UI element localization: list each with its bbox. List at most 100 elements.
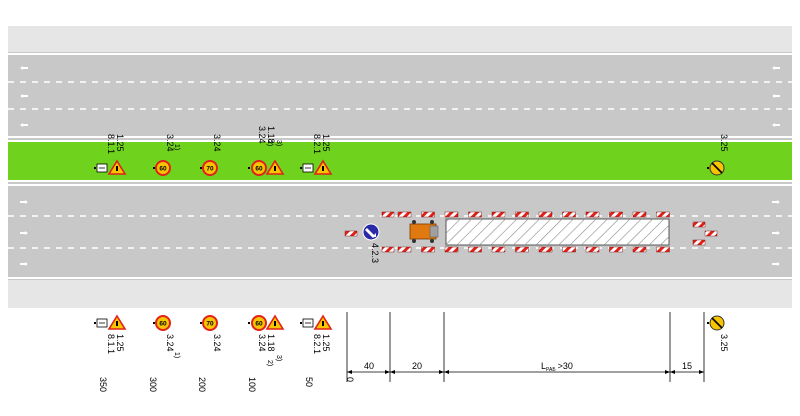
arrow-left-icon bbox=[772, 123, 780, 127]
distance-mark: 100 bbox=[247, 377, 257, 392]
dimension-arrow bbox=[670, 370, 675, 374]
top-sign: 703.24 bbox=[200, 134, 222, 176]
bottom-carriageway bbox=[8, 182, 792, 280]
warning-triangle-with-plate-icon bbox=[300, 314, 333, 330]
sign-code-label: 3.24 bbox=[165, 134, 175, 152]
barrier-block bbox=[491, 246, 506, 253]
speed-limit-60-icon: 60 bbox=[153, 160, 171, 176]
svg-text:60: 60 bbox=[159, 321, 167, 328]
barrier-block bbox=[468, 246, 482, 253]
arrow-left-icon bbox=[20, 94, 28, 98]
barrier-row-bottom bbox=[397, 246, 670, 253]
svg-text:60: 60 bbox=[159, 166, 167, 173]
dimension-arrow bbox=[385, 370, 390, 374]
barrier-block bbox=[444, 211, 459, 218]
sign-code-label: 1) bbox=[173, 352, 180, 358]
sign-code-label: 3.25 bbox=[719, 134, 729, 152]
warning-triangle-with-plate-icon bbox=[94, 314, 127, 330]
sign-code-label: 2) bbox=[266, 140, 273, 146]
barrier-block bbox=[538, 246, 553, 253]
barrier-block bbox=[421, 211, 435, 218]
bottom-sign: 1.258.1.1 bbox=[94, 314, 127, 354]
speed-limit-60-and-warning-icon: 60 bbox=[248, 159, 285, 176]
bottom-sign: 703.24 bbox=[200, 315, 222, 352]
bottom-sign: 3.25 bbox=[707, 315, 729, 352]
barrier-block bbox=[656, 211, 670, 218]
end-speed-limit-icon bbox=[707, 315, 725, 331]
dimension-label: 20 bbox=[412, 361, 422, 371]
dimension-label: 40 bbox=[364, 361, 374, 371]
barrier-block bbox=[397, 211, 412, 218]
speed-limit-60-and-warning-icon: 60 bbox=[248, 314, 285, 331]
barrier-block bbox=[468, 211, 482, 218]
barrier-block bbox=[585, 211, 600, 218]
speed-limit-70-icon: 70 bbox=[200, 160, 218, 176]
dimension-arrow bbox=[665, 370, 670, 374]
barrier-block bbox=[585, 246, 600, 253]
sign-code-label: 8.1.1 bbox=[106, 134, 116, 154]
barrier-block bbox=[397, 246, 412, 253]
bottom-sign: 1.258.2.1 bbox=[300, 314, 333, 354]
arrow-left-icon bbox=[772, 94, 780, 98]
lane-arrows bbox=[20, 66, 780, 266]
dimension-arrow bbox=[439, 370, 444, 374]
arrow-right-icon bbox=[20, 262, 28, 266]
distance-mark: 0 bbox=[345, 377, 355, 382]
arrow-right-icon bbox=[772, 200, 780, 204]
barrier-block bbox=[444, 246, 459, 253]
arrow-right-icon bbox=[772, 231, 780, 235]
barrier-row-top bbox=[397, 211, 670, 218]
sign-code-label: 3.24 bbox=[165, 334, 175, 352]
sign-code-label: 2) bbox=[266, 360, 273, 366]
sign-code-label: 8.2.1 bbox=[312, 134, 322, 154]
arrow-board-label: 4.2.3 bbox=[370, 243, 380, 263]
svg-text:60: 60 bbox=[255, 166, 263, 173]
top-sign: 60 3.241) bbox=[153, 134, 180, 176]
arrow-right-icon bbox=[20, 200, 28, 204]
sign-code-label: 1.25 bbox=[321, 334, 331, 352]
edge-lines bbox=[8, 53, 792, 279]
sign-code-label: 1.18 bbox=[266, 334, 276, 352]
median-strip bbox=[8, 142, 792, 180]
sign-code-label: 1.25 bbox=[321, 134, 331, 152]
distance-mark: 50 bbox=[304, 377, 314, 387]
barrier-block bbox=[515, 246, 529, 253]
svg-text:70: 70 bbox=[206, 166, 214, 173]
cover-vehicle-icon bbox=[409, 220, 439, 243]
arrow-right-icon bbox=[20, 231, 28, 235]
dimension-arrow bbox=[699, 370, 704, 374]
top-shoulder bbox=[8, 26, 792, 52]
sign-code-label: 3.24 bbox=[257, 334, 267, 352]
sign-code-label: 3) bbox=[275, 140, 282, 146]
sign-code-label: 3.24 bbox=[257, 126, 267, 144]
warning-triangle-with-plate-icon bbox=[94, 159, 127, 175]
barrier-block bbox=[491, 211, 506, 218]
bottom-sign: 601.183)3.242) bbox=[248, 314, 285, 366]
dimension-arrow bbox=[390, 370, 395, 374]
barrier-block bbox=[632, 246, 647, 253]
arrow-board-sign-icon bbox=[362, 223, 380, 241]
sign-code-label: 8.1.1 bbox=[106, 334, 116, 354]
speed-limit-70-icon: 70 bbox=[200, 315, 218, 331]
top-sign: 1.258.1.1 bbox=[94, 134, 127, 175]
bottom-sign: 60 3.241) bbox=[153, 315, 180, 358]
barrier-block bbox=[562, 246, 576, 253]
speed-limit-60-icon: 60 bbox=[153, 315, 171, 331]
arrow-left-icon bbox=[772, 66, 780, 70]
top-sign: 1.258.2.1 bbox=[300, 134, 333, 175]
barrier-block bbox=[656, 246, 670, 253]
distance-mark: 300 bbox=[148, 377, 158, 392]
sign-code-label: 1.18 bbox=[266, 126, 276, 144]
sign-code-label: 3.25 bbox=[719, 334, 729, 352]
work-zone-hatch bbox=[446, 219, 669, 245]
sign-code-label: 1) bbox=[173, 144, 180, 150]
distance-mark: 200 bbox=[197, 377, 207, 392]
svg-text:70: 70 bbox=[206, 321, 214, 328]
barrier-block bbox=[515, 211, 529, 218]
sign-code-label: 3.24 bbox=[212, 334, 222, 352]
